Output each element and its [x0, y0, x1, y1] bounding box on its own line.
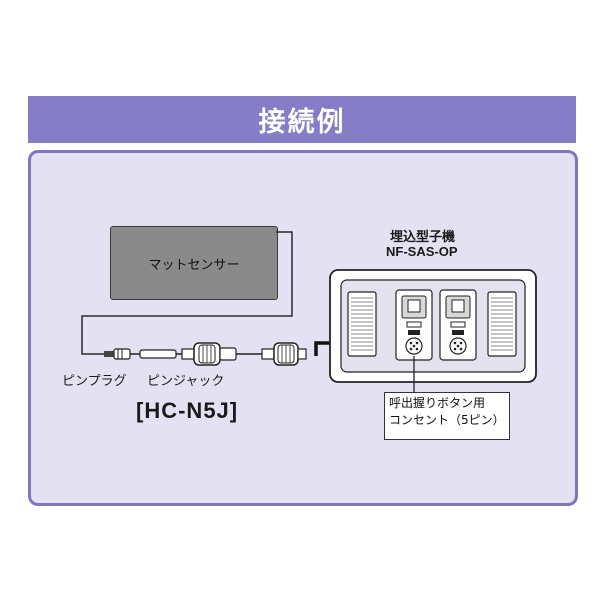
wall-unit-icon [329, 269, 537, 383]
callout-line-1: 呼出握りボタン用 [389, 396, 486, 410]
connector-plug-right-icon [261, 342, 307, 366]
connector-plug-left-icon [181, 342, 237, 366]
pin-jack-icon [139, 349, 182, 359]
title-bar: 接続例 [28, 96, 576, 143]
mat-cable [81, 231, 293, 355]
page-title: 接続例 [258, 107, 346, 138]
mat-sensor-label: マットセンサー [148, 257, 240, 273]
unit-model: NF-SAS-OP [386, 244, 458, 259]
pin-jack-label: ピンジャック [147, 374, 225, 389]
callout-line-2: コンセント（5ピン） [389, 413, 505, 427]
pin-plug-label: ピンプラグ [62, 374, 127, 389]
model-number: [HC-N5J] [136, 398, 239, 423]
pin-plug-icon [104, 348, 140, 360]
mat-sensor: マットセンサー [110, 226, 278, 300]
unit-name: 埋込型子機 [390, 230, 456, 245]
outlet-callout: 呼出握りボタン用 コンセント（5ピン） [384, 392, 510, 440]
